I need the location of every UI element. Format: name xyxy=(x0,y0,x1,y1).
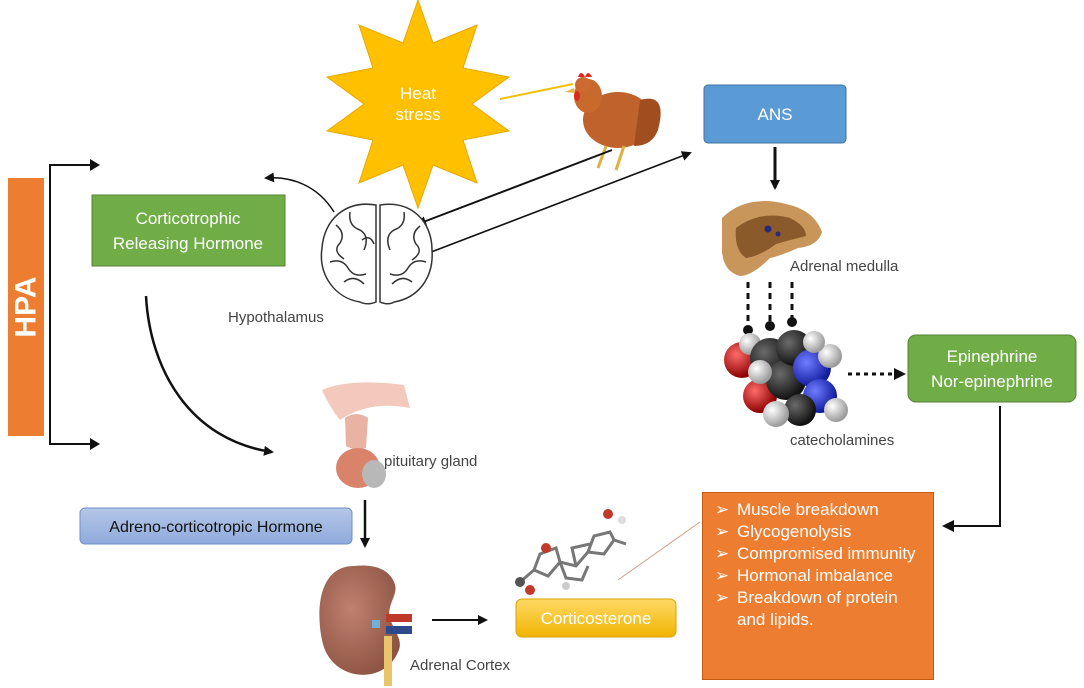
corticosterone-label: Corticosterone xyxy=(541,609,652,628)
medulla-dashed-links xyxy=(746,282,794,326)
adrenal-medulla-icon xyxy=(722,201,822,276)
stress-effects-list: ➢Muscle breakdown ➢Glycogenolysis ➢Compr… xyxy=(711,499,925,631)
steroid-molecule-icon xyxy=(515,509,627,595)
chicken-icon xyxy=(565,73,661,171)
epinephrine-label-1: Epinephrine xyxy=(947,347,1038,366)
adrenal-cortex-label: Adrenal Cortex xyxy=(410,657,511,674)
hypothalamus-label: Hypothalamus xyxy=(228,309,324,326)
arrow-bullet-icon: ➢ xyxy=(715,588,730,607)
heat-stress-sun-icon xyxy=(325,0,511,210)
arrow-bullet-icon: ➢ xyxy=(715,500,730,519)
adrenal-medulla-label: Adrenal medulla xyxy=(790,258,899,275)
arrow-bullet-icon: ➢ xyxy=(715,544,730,563)
effect-item: ➢Hormonal imbalance xyxy=(715,566,893,585)
stress-effects-box: ➢Muscle breakdown ➢Glycogenolysis ➢Compr… xyxy=(702,492,934,680)
effect-item: ➢Compromised immunity xyxy=(715,544,916,563)
crh-label-1: Corticotrophic xyxy=(136,209,241,228)
heat-stress-label-1: Heat xyxy=(400,84,436,103)
ans-box xyxy=(703,84,847,144)
effect-item: ➢Breakdown of protein and lipids. xyxy=(715,588,898,629)
kidney-icon xyxy=(319,565,412,686)
arrow-bullet-icon: ➢ xyxy=(715,522,730,541)
effect-item: ➢Muscle breakdown xyxy=(715,500,879,519)
epinephrine-label-2: Nor-epinephrine xyxy=(931,372,1053,391)
hpa-label: HPA xyxy=(10,276,43,337)
crh-box xyxy=(91,194,286,267)
hpa-bracket xyxy=(49,159,100,450)
crh-label-2: Releasing Hormone xyxy=(113,234,263,253)
arrow-bullet-icon: ➢ xyxy=(715,566,730,585)
pituitary-gland-icon xyxy=(322,382,410,488)
catecholamine-molecule-icon xyxy=(724,330,848,427)
pituitary-label: pituitary gland xyxy=(384,453,477,470)
heat-stress-label-2: stress xyxy=(395,105,440,124)
catecholamines-label: catecholamines xyxy=(790,432,894,449)
hpa-bar xyxy=(8,178,44,436)
effect-item: ➢Glycogenolysis xyxy=(715,522,852,541)
corticosterone-box xyxy=(515,598,677,638)
acth-label: Adreno-corticotropic Hormone xyxy=(109,519,323,536)
epinephrine-box xyxy=(907,334,1077,403)
acth-box xyxy=(79,507,353,545)
brain-icon xyxy=(320,203,433,305)
ans-label: ANS xyxy=(758,105,793,124)
